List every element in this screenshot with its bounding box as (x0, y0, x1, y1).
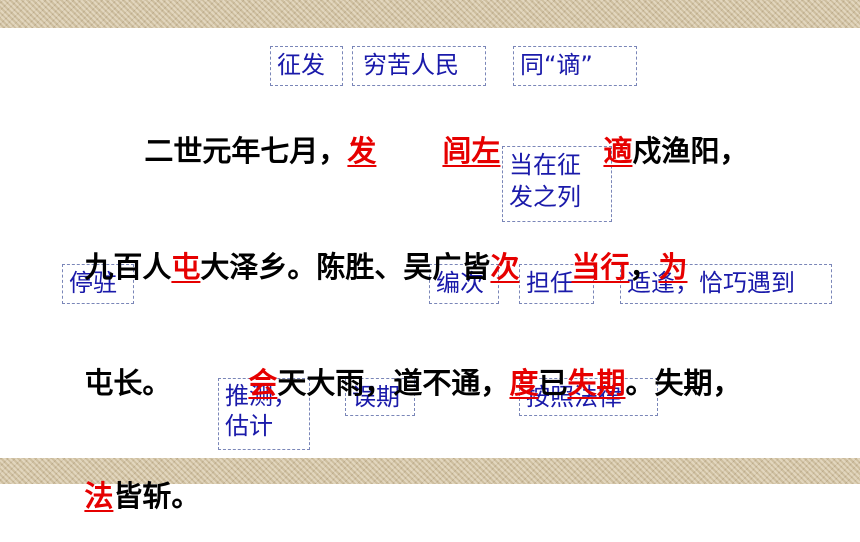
text-line-2: 九百人屯大泽乡。陈胜、吴广皆次 当行，为 (44, 224, 688, 311)
decorative-bottom-band (0, 458, 860, 484)
annotation-text: 停驻 (69, 269, 117, 297)
text-segment: 九百人 (84, 250, 172, 284)
annotation-text: 适逢，恰巧遇到 (627, 269, 795, 297)
annotation-text-line1: 推测， (225, 382, 297, 410)
text-line-3: 屯长。 会天大雨，道不通，度已失期。失期， (44, 340, 742, 427)
annotation-tuice: 推测，估计 (218, 378, 310, 450)
annotation-wuqi: 误期 (345, 378, 415, 416)
text-segment: ， (629, 250, 659, 284)
annotation-text: 担任 (526, 269, 574, 297)
text-segment: 大泽乡。陈胜、吴广皆 (200, 250, 491, 284)
text-segment: 。失期， (625, 366, 742, 400)
annotation-zhengfa: 征发 (270, 46, 343, 86)
text-segment: 二世元年七月， (144, 134, 348, 168)
highlight-word-dangxing: 当行 (571, 250, 630, 284)
highlight-word-ci: 次 (490, 250, 520, 284)
annotation-text: 穷苦人民 (363, 51, 459, 79)
annotation-dangzai: 当在征发之列 (502, 146, 612, 222)
annotation-anzhao: 按照法律 (519, 378, 658, 416)
text-line-1: 二世元年七月，发 闾左 適戍渔阳， (104, 108, 748, 195)
annotation-text-line1: 当在征 (509, 151, 581, 179)
highlight-word-du: 度 (509, 366, 539, 400)
text-segment: 已 (538, 366, 568, 400)
annotation-text: 误期 (352, 383, 400, 411)
highlight-word-shiqi: 失期 (567, 366, 626, 400)
highlight-word-wei: 为 (658, 250, 688, 284)
annotation-text-line2: 发之列 (509, 183, 581, 211)
highlight-word-di: 適 (603, 134, 633, 168)
highlight-word-hui: 会 (248, 366, 278, 400)
annotation-qiongku: 穷苦人民 (352, 46, 486, 86)
highlight-word-fa-law: 法 (84, 479, 114, 513)
highlight-word-lvzuo: 闾左 (442, 134, 501, 168)
text-line-4: 法皆斩。 (44, 453, 200, 540)
text-segment: 屯长。 (84, 366, 172, 400)
highlight-word-fa: 发 (347, 134, 377, 168)
annotation-shifeng: 适逢，恰巧遇到 (620, 264, 832, 304)
text-segment: 皆斩。 (113, 479, 201, 513)
annotation-tingzhu: 停驻 (62, 264, 134, 304)
text-segment: 戍渔阳， (632, 134, 749, 168)
annotation-text: 征发 (277, 51, 325, 79)
annotation-text-line2: 估计 (225, 412, 273, 440)
annotation-text: 编次 (436, 269, 484, 297)
decorative-top-band (0, 0, 860, 28)
annotation-tong-zhe: 同“谪” (513, 46, 637, 86)
annotation-text: 按照法律 (526, 383, 622, 411)
annotation-bianci: 编次 (429, 264, 499, 304)
highlight-word-tun: 屯 (171, 250, 201, 284)
text-segment: 天大雨，道不通， (277, 366, 510, 400)
annotation-danren: 担任 (519, 264, 594, 304)
annotation-text: 同“谪” (520, 51, 593, 79)
slide-canvas: 征发 穷苦人民 同“谪” 当在征发之列 停驻 编次 担任 适逢，恰巧遇到 推测，… (0, 28, 860, 511)
